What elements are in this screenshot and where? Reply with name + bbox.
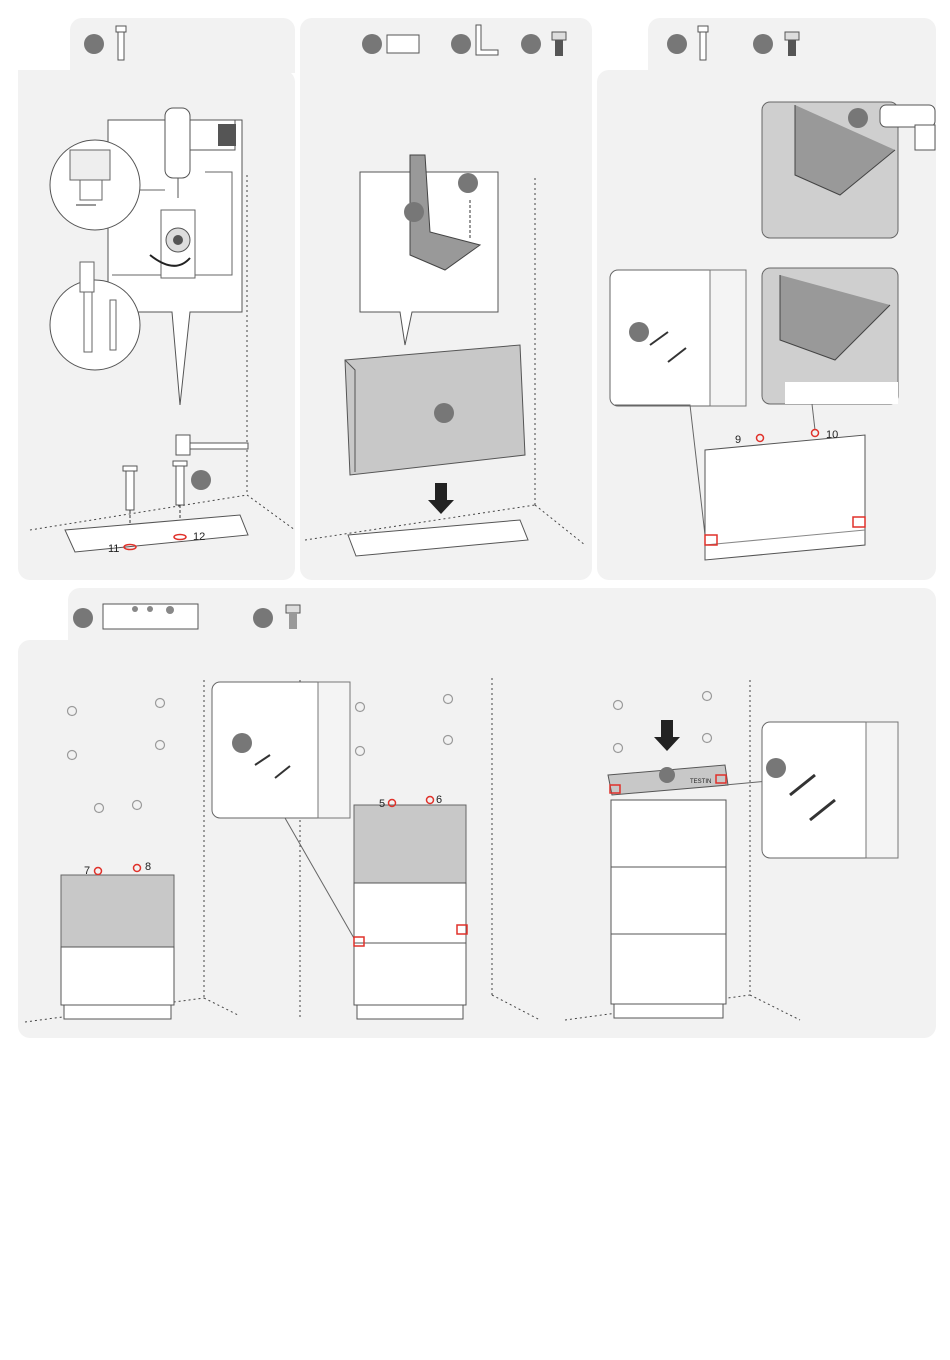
screw-icon	[286, 605, 300, 629]
mounting-bracket-icon	[476, 25, 498, 55]
hammer-icon	[176, 435, 248, 455]
expansion-anchor-icon	[698, 26, 708, 60]
hole-label-10: 10	[826, 429, 838, 441]
hole-label-5: 5	[379, 798, 385, 810]
battery-module-icon: TESTIN	[608, 765, 728, 795]
hole-label-8: 8	[145, 861, 151, 873]
device-label: TESTIN	[690, 779, 711, 785]
arrow-down-icon	[428, 483, 454, 514]
hole-label-9: 9	[735, 434, 741, 446]
screw-icon	[552, 32, 566, 56]
screw-icon	[785, 32, 799, 56]
battery-module-icon	[103, 604, 198, 629]
expansion-anchor-icon	[116, 26, 126, 60]
expansion-anchor-icon	[123, 466, 137, 510]
expansion-anchor-icon	[173, 461, 187, 505]
hole-label-6: 6	[436, 794, 442, 806]
battery-module-icon	[387, 35, 419, 53]
hole-label-11: 11	[108, 543, 119, 555]
arrow-down-icon	[654, 720, 680, 751]
hole-label-7: 7	[84, 865, 90, 877]
hole-label-12: 12	[193, 531, 205, 543]
